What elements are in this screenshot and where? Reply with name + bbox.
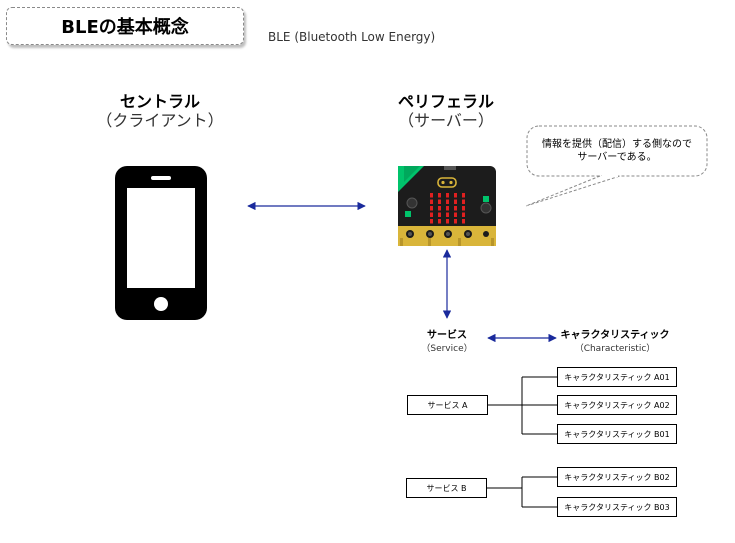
peripheral-heading: ペリフェラル （サーバー） xyxy=(376,92,516,130)
led xyxy=(438,212,441,217)
led xyxy=(438,199,441,204)
service-heading: サービス （Service） xyxy=(405,326,489,354)
led xyxy=(430,212,433,217)
led xyxy=(438,206,441,211)
page-subtitle: BLE (Bluetooth Low Energy) xyxy=(268,30,436,44)
characteristic-b02-box: キャラクタリスティック B02 xyxy=(557,467,677,487)
characteristic-heading: キャラクタリスティック （Characteristic） xyxy=(548,326,682,354)
service-label: サービス xyxy=(427,330,467,341)
microbit-board-icon xyxy=(398,166,496,246)
led xyxy=(446,206,449,211)
led xyxy=(454,199,457,204)
smartphone-icon xyxy=(115,166,207,320)
led xyxy=(462,193,465,198)
callout-line-2: サーバーである。 xyxy=(577,152,657,163)
led xyxy=(454,212,457,217)
page-title: BLEの基本概念 xyxy=(6,7,244,45)
characteristic-a01-box: キャラクタリスティック A01 xyxy=(557,367,677,387)
characteristic-a02-box: キャラクタリスティック A02 xyxy=(557,395,677,415)
led xyxy=(438,219,441,224)
led xyxy=(446,219,449,224)
led xyxy=(462,212,465,217)
callout-text: 情報を提供（配信）する側なので サーバーである。 xyxy=(528,138,706,164)
led xyxy=(438,193,441,198)
led xyxy=(462,206,465,211)
characteristic-b01-box: キャラクタリスティック B01 xyxy=(557,424,677,444)
led xyxy=(454,193,457,198)
characteristic-label: キャラクタリスティック xyxy=(560,330,670,341)
led xyxy=(462,199,465,204)
service-b-box: サービス B xyxy=(406,478,487,498)
led xyxy=(462,219,465,224)
central-label: セントラル xyxy=(119,92,200,111)
callout-line-1: 情報を提供（配信）する側なので xyxy=(542,139,692,150)
peripheral-label: ペリフェラル xyxy=(397,92,494,111)
led xyxy=(430,219,433,224)
page-title-text: BLEの基本概念 xyxy=(61,17,189,38)
service-a-box: サービス A xyxy=(407,395,488,415)
led xyxy=(446,193,449,198)
peripheral-sublabel: （サーバー） xyxy=(398,111,494,130)
tree-connectors xyxy=(487,376,557,508)
led xyxy=(430,199,433,204)
central-sublabel: （クライアント） xyxy=(96,111,224,130)
characteristic-b03-box: キャラクタリスティック B03 xyxy=(557,497,677,517)
central-heading: セントラル （クライアント） xyxy=(90,92,230,130)
callout-bubble xyxy=(525,125,708,207)
characteristic-sublabel: （Characteristic） xyxy=(574,344,656,354)
led xyxy=(446,212,449,217)
led xyxy=(430,206,433,211)
led xyxy=(430,193,433,198)
service-sublabel: （Service） xyxy=(421,344,473,354)
led xyxy=(454,219,457,224)
led xyxy=(454,206,457,211)
led xyxy=(446,199,449,204)
